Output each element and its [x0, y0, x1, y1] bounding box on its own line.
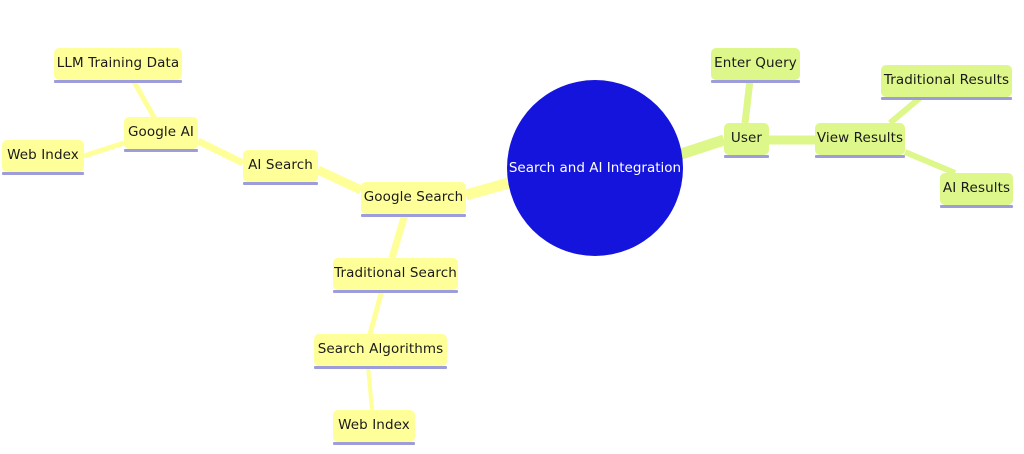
node-user[interactable]: User	[724, 123, 769, 158]
node-web-index-bottom[interactable]: Web Index	[333, 410, 415, 445]
node-label: Web Index	[338, 417, 410, 433]
edge-search-algorithms-to-web-index-bottom	[366, 365, 374, 411]
node-label: Google AI	[127, 124, 194, 140]
edge-center-to-google-search	[464, 176, 514, 201]
node-label: Search Algorithms	[317, 341, 444, 357]
node-traditional-search[interactable]: Traditional Search	[333, 258, 458, 293]
node-label: Traditional Search	[334, 265, 457, 281]
node-label: Enter Query	[714, 55, 797, 71]
node-label: View Results	[816, 130, 904, 146]
node-ai-results[interactable]: AI Results	[940, 173, 1013, 208]
node-label: Google Search	[363, 189, 464, 205]
edge-google-ai-to-llm-training-data	[130, 78, 158, 121]
node-google-ai[interactable]: Google AI	[124, 117, 198, 152]
node-view-results[interactable]: View Results	[815, 123, 905, 158]
edge-view-results-to-ai-results	[903, 149, 957, 176]
node-ai-search[interactable]: AI Search	[243, 150, 318, 185]
node-web-index-left[interactable]: Web Index	[2, 140, 84, 175]
edge-center-to-user	[676, 134, 726, 161]
center-node-label: Search and AI Integration	[508, 160, 682, 176]
node-label: AI Results	[942, 180, 1011, 196]
node-enter-query[interactable]: Enter Query	[711, 48, 800, 83]
edge-view-results-to-traditional-results	[888, 94, 923, 126]
node-google-search[interactable]: Google Search	[361, 182, 466, 217]
node-traditional-results[interactable]: Traditional Results	[881, 65, 1012, 100]
edge-google-ai-to-web-index-left	[83, 140, 125, 159]
node-llm-training-data[interactable]: LLM Training Data	[54, 48, 182, 83]
node-label: Traditional Results	[883, 72, 1010, 88]
center-node[interactable]: Search and AI Integration	[507, 80, 683, 256]
node-label: User	[730, 130, 763, 146]
edge-traditional-search-to-search-algorithms	[367, 289, 385, 335]
node-label: AI Search	[248, 157, 313, 173]
edge-google-search-to-ai-search	[316, 165, 363, 195]
edge-user-to-enter-query	[741, 79, 754, 124]
node-label: LLM Training Data	[56, 55, 180, 71]
node-search-algorithms[interactable]: Search Algorithms	[314, 334, 447, 369]
node-label: Web Index	[7, 147, 79, 163]
edge-google-search-to-traditional-search	[388, 213, 409, 259]
edge-ai-search-to-google-ai	[196, 137, 245, 167]
